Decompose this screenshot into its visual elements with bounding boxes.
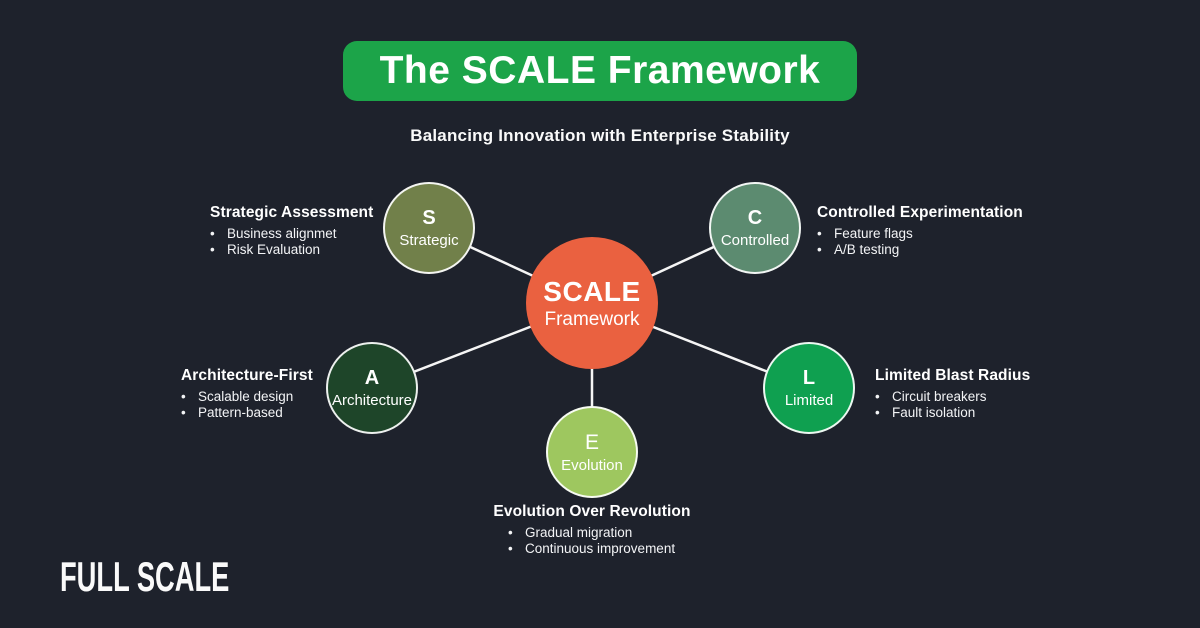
node-text-strategic: Strategic Assessment Business alignmet R… — [210, 204, 390, 257]
node-letter-controlled: C — [747, 207, 763, 229]
center-node: SCALE Framework — [526, 237, 658, 369]
bullet-item: Risk Evaluation — [210, 242, 390, 257]
node-heading-controlled: Controlled Experimentation — [817, 204, 1023, 221]
subtitle: Balancing Innovation with Enterprise Sta… — [410, 126, 790, 145]
node-word-evolution: Evolution — [561, 456, 623, 474]
node-text-evolution: Evolution Over Revolution Gradual migrat… — [492, 503, 692, 556]
bullet-item: Feature flags — [817, 226, 1037, 241]
node-heading-strategic: Strategic Assessment — [210, 204, 374, 221]
bullet-item: Circuit breakers — [875, 389, 1075, 404]
node-letter-evolution: E — [584, 430, 599, 454]
node-heading-architecture: Architecture-First — [181, 367, 313, 384]
node-circle-limited: L Limited — [763, 342, 855, 434]
node-text-architecture: Architecture-First Scalable design Patte… — [181, 367, 361, 420]
node-circle-strategic: S Strategic — [383, 182, 475, 274]
full-scale-logo: FULL SCALE — [60, 553, 230, 600]
node-heading-evolution: Evolution Over Revolution — [493, 503, 691, 520]
page-title: The SCALE Framework — [379, 49, 821, 92]
bullet-item: Continuous improvement — [508, 541, 692, 556]
title-banner: The SCALE Framework — [343, 41, 857, 101]
node-letter-architecture: A — [364, 367, 380, 389]
center-node-subtitle: Framework — [544, 308, 640, 330]
node-letter-strategic: S — [422, 207, 436, 229]
node-heading-limited: Limited Blast Radius — [875, 367, 1031, 384]
bullet-item: A/B testing — [817, 242, 1037, 257]
node-text-limited: Limited Blast Radius Circuit breakers Fa… — [875, 367, 1075, 420]
node-word-controlled: Controlled — [720, 232, 790, 249]
bullet-item: Scalable design — [181, 389, 361, 404]
node-word-strategic: Strategic — [399, 232, 459, 249]
bullet-item: Gradual migration — [508, 525, 692, 540]
node-circle-controlled: C Controlled — [709, 182, 801, 274]
node-text-controlled: Controlled Experimentation Feature flags… — [817, 204, 1037, 257]
bullet-item: Fault isolation — [875, 405, 1075, 420]
center-node-title: SCALE — [543, 275, 641, 307]
node-word-limited: Limited — [784, 392, 834, 409]
bullet-item: Business alignmet — [210, 226, 390, 241]
node-letter-limited: L — [802, 367, 816, 389]
bullet-item: Pattern-based — [181, 405, 361, 420]
node-circle-evolution: E Evolution — [546, 406, 638, 498]
